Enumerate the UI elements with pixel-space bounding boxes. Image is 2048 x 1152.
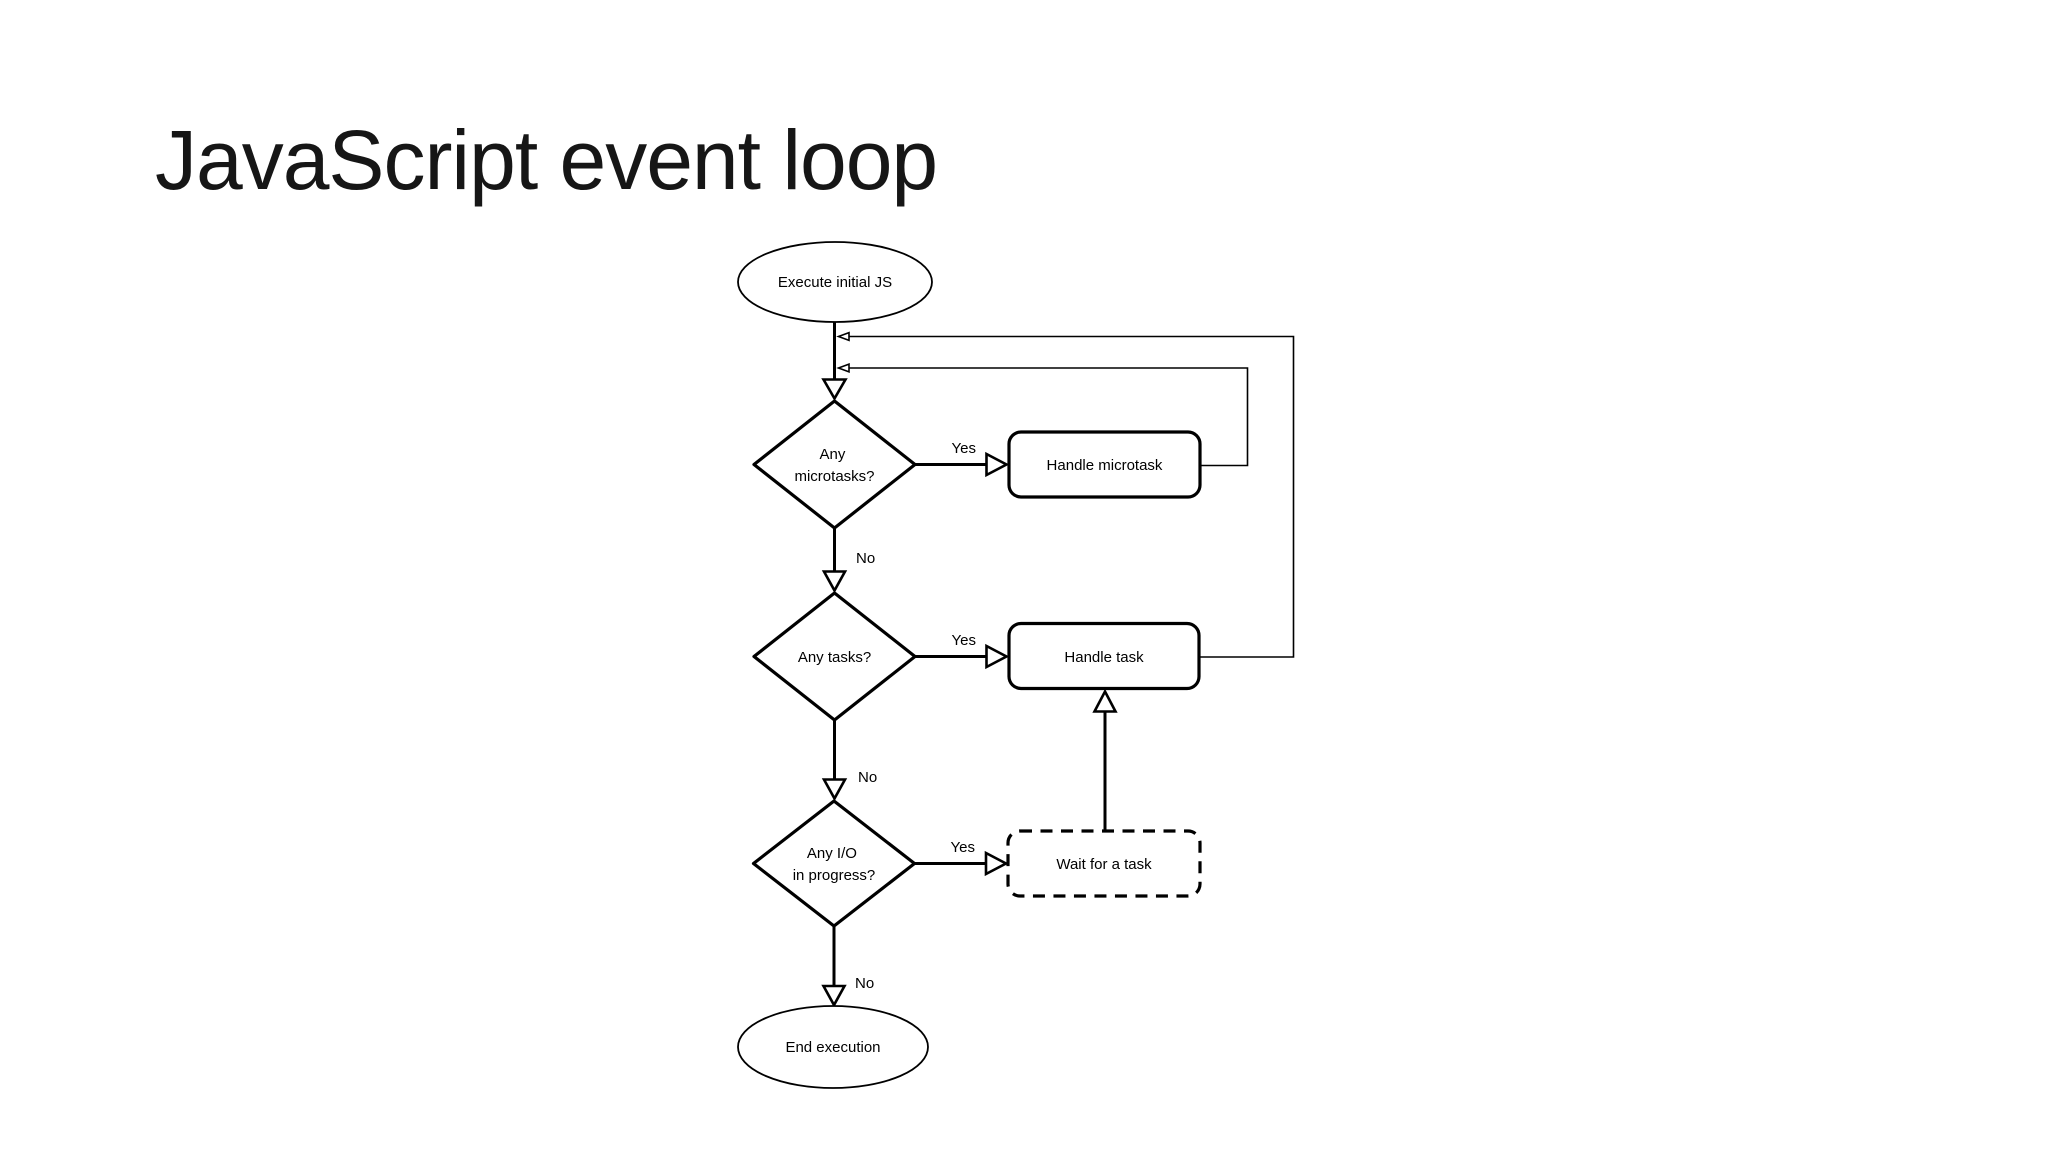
yes-label: Yes — [952, 632, 976, 649]
decision-diamond — [752, 399, 917, 530]
edge-microtasks-yes: Yes — [915, 440, 1010, 478]
node-start: Execute initial JS — [737, 241, 933, 323]
node-any-tasks-decision: Any tasks? — [752, 591, 917, 722]
node-label: End execution — [785, 1039, 880, 1056]
node-label-line1: Any I/O — [807, 845, 857, 862]
edge-line — [849, 367, 1249, 467]
edge-tasks-yes: Yes — [915, 632, 1010, 670]
yes-label: Yes — [951, 839, 975, 856]
decision-diamond — [751, 799, 917, 928]
no-label: No — [855, 975, 874, 992]
node-label: Any microtasks? — [794, 446, 874, 485]
node-end: End execution — [737, 1005, 929, 1089]
edge-io-no: No — [821, 926, 874, 1008]
node-wait-for-task-process: Wait for a task — [1006, 829, 1202, 898]
terminator-ellipse — [737, 241, 933, 323]
arrowhead-left-icon — [836, 331, 850, 342]
terminator-ellipse — [737, 1005, 929, 1089]
decision-diamond — [752, 591, 917, 722]
process-rect-dashed — [1006, 829, 1202, 898]
arrowhead-down-icon — [821, 570, 848, 594]
node-label: Execute initial JS — [778, 274, 892, 291]
arrowhead-down-icon — [821, 378, 848, 402]
no-label: No — [856, 550, 875, 567]
arrowhead-up-icon — [1092, 688, 1118, 713]
node-handle-task-process: Handle task — [1007, 621, 1201, 691]
yes-label: Yes — [952, 440, 976, 457]
node-any-io-decision: Any I/O in progress? — [751, 799, 917, 928]
arrowhead-left-icon — [836, 362, 850, 374]
arrowhead-right-icon — [985, 451, 1010, 478]
edge-tasks-no: No — [821, 720, 877, 802]
node-handle-microtask-process: Handle microtask — [1007, 430, 1202, 499]
arrowhead-right-icon — [985, 643, 1010, 670]
process-rect — [1007, 430, 1202, 499]
node-label: Any tasks? — [798, 649, 871, 666]
arrowhead-down-icon — [821, 778, 848, 802]
edge-loopback-from-handle-microtask — [836, 362, 1249, 467]
node-label: Any I/O in progress? — [793, 845, 876, 884]
node-label-line2: in progress? — [793, 867, 876, 884]
process-rect — [1007, 621, 1201, 691]
node-label-line1: Any — [819, 446, 845, 463]
arrowhead-down-icon — [821, 984, 847, 1008]
slide-title: JavaScript event loop — [155, 113, 938, 207]
node-any-microtasks-decision: Any microtasks? — [752, 399, 917, 530]
arrowhead-right-icon — [984, 850, 1009, 877]
edge-microtasks-no: No — [821, 528, 875, 594]
edge-start-to-microtasks — [821, 321, 848, 402]
edge-io-yes: Yes — [914, 839, 1009, 877]
node-label: Handle microtask — [1047, 457, 1163, 474]
node-label: Handle task — [1064, 649, 1144, 666]
no-label: No — [858, 769, 877, 786]
node-label-line2: microtasks? — [794, 468, 874, 485]
edge-line — [849, 335, 1295, 658]
edge-loopback-from-handle-task — [836, 331, 1295, 658]
node-label: Wait for a task — [1056, 856, 1152, 873]
edge-wait-to-handle-task — [1092, 688, 1118, 831]
